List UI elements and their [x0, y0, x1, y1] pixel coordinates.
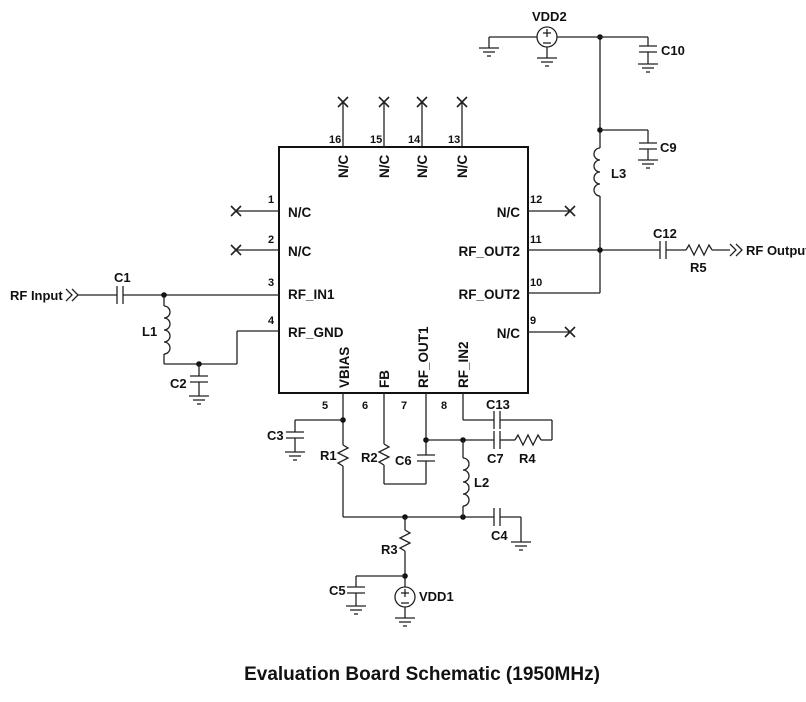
r1-label: R1	[320, 448, 337, 463]
pin9-number: 9	[530, 315, 536, 327]
pin12-name: N/C	[497, 205, 521, 220]
r2-label: R2	[361, 450, 378, 465]
capacitor-c10	[639, 45, 657, 53]
inductor-l2	[462, 457, 470, 507]
c13-label: C13	[486, 397, 510, 412]
no-connect-mark	[416, 96, 428, 108]
c10-label: C10	[661, 43, 685, 58]
pin14-name: N/C	[415, 155, 430, 179]
ground-symbol	[285, 451, 305, 461]
rf-input-arrow	[65, 288, 79, 302]
schematic-caption: Evaluation Board Schematic (1950MHz)	[244, 664, 600, 685]
resistor-r1	[336, 444, 350, 467]
inductor-l1	[163, 305, 171, 355]
pin8-number: 8	[441, 400, 447, 412]
pin10-number: 10	[530, 277, 542, 289]
pin15-name: N/C	[377, 155, 392, 179]
capacitor-c13	[493, 411, 501, 429]
pin1-number: 1	[268, 194, 274, 206]
no-connect-mark	[230, 205, 242, 217]
pin4-name: RF_GND	[288, 325, 344, 340]
vdd1-source	[394, 586, 416, 608]
top-nc-pins	[337, 96, 468, 147]
rf-output-label: RF Output	[746, 243, 806, 258]
pin12-number: 12	[530, 194, 542, 206]
resistor-r5	[685, 243, 713, 257]
vdd2-source	[536, 26, 558, 48]
pin1-name: N/C	[288, 205, 312, 220]
l2-label: L2	[474, 475, 489, 490]
c3-label: C3	[267, 428, 284, 443]
vdd2-label: VDD2	[532, 9, 567, 24]
ic-package	[278, 146, 529, 394]
inductor-l3	[593, 147, 601, 197]
pin3-number: 3	[268, 277, 274, 289]
pin5-number: 5	[322, 400, 328, 412]
r5-label: R5	[690, 260, 707, 275]
ground-symbol	[189, 395, 209, 405]
capacitor-c5	[347, 586, 365, 594]
ground-symbol	[479, 47, 499, 57]
r4-label: R4	[519, 451, 536, 466]
pin13-number: 13	[448, 134, 460, 146]
no-connect-mark	[337, 96, 349, 108]
pin4-number: 4	[268, 315, 275, 327]
no-connect-mark	[456, 96, 468, 108]
l3-label: L3	[611, 166, 626, 181]
resistor-r4	[514, 433, 542, 447]
pin10-name: RF_OUT2	[458, 287, 520, 302]
pin11-number: 11	[530, 234, 542, 246]
ground-symbol	[638, 159, 658, 169]
no-connect-mark	[564, 205, 576, 217]
c5-label: C5	[329, 583, 346, 598]
vdd1-label: VDD1	[419, 589, 454, 604]
c12-label: C12	[653, 226, 677, 241]
c1-label: C1	[114, 270, 131, 285]
pin16-number: 16	[329, 134, 341, 146]
capacitor-c9	[639, 142, 657, 150]
capacitor-c2	[190, 375, 208, 383]
l1-label: L1	[142, 324, 157, 339]
ground-symbol	[395, 617, 415, 627]
pin2-name: N/C	[288, 244, 312, 259]
no-connect-mark	[564, 326, 576, 338]
ground-symbol	[511, 541, 531, 551]
pin6-number: 6	[362, 400, 368, 412]
pin7-number: 7	[401, 400, 407, 412]
c7-label: C7	[487, 451, 504, 466]
pin7-name: RF_OUT1	[416, 326, 431, 388]
capacitor-c4	[493, 508, 501, 526]
no-connect-mark	[230, 244, 242, 256]
pin6-name: FB	[377, 370, 392, 388]
pin8-name: RF_IN2	[456, 341, 471, 388]
capacitor-c7	[493, 431, 501, 449]
pin2-number: 2	[268, 234, 274, 246]
c6-label: C6	[395, 453, 412, 468]
ground-symbol	[346, 605, 366, 615]
pin13-name: N/C	[455, 155, 470, 179]
capacitor-c12	[659, 241, 667, 259]
c4-label: C4	[491, 528, 508, 543]
pin9-name: N/C	[497, 326, 521, 341]
capacitor-c3	[286, 431, 304, 439]
ground-symbol	[537, 57, 557, 67]
r3-label: R3	[381, 542, 398, 557]
c2-label: C2	[170, 376, 187, 391]
no-connect-mark	[378, 96, 390, 108]
resistor-r2	[377, 443, 391, 466]
capacitor-c1	[116, 286, 124, 304]
resistor-r3	[398, 529, 412, 552]
pin15-number: 15	[370, 134, 382, 146]
pin3-name: RF_IN1	[288, 287, 335, 302]
rf-input-label: RF Input	[10, 288, 63, 303]
rf-output-arrow	[729, 243, 743, 257]
pin16-name: N/C	[336, 155, 351, 179]
pin11-name: RF_OUT2	[458, 244, 520, 259]
pin5-name: VBIAS	[337, 347, 352, 388]
c9-label: C9	[660, 140, 677, 155]
capacitor-c6	[417, 454, 435, 462]
ground-symbol	[638, 63, 658, 73]
pin14-number: 14	[408, 134, 421, 146]
